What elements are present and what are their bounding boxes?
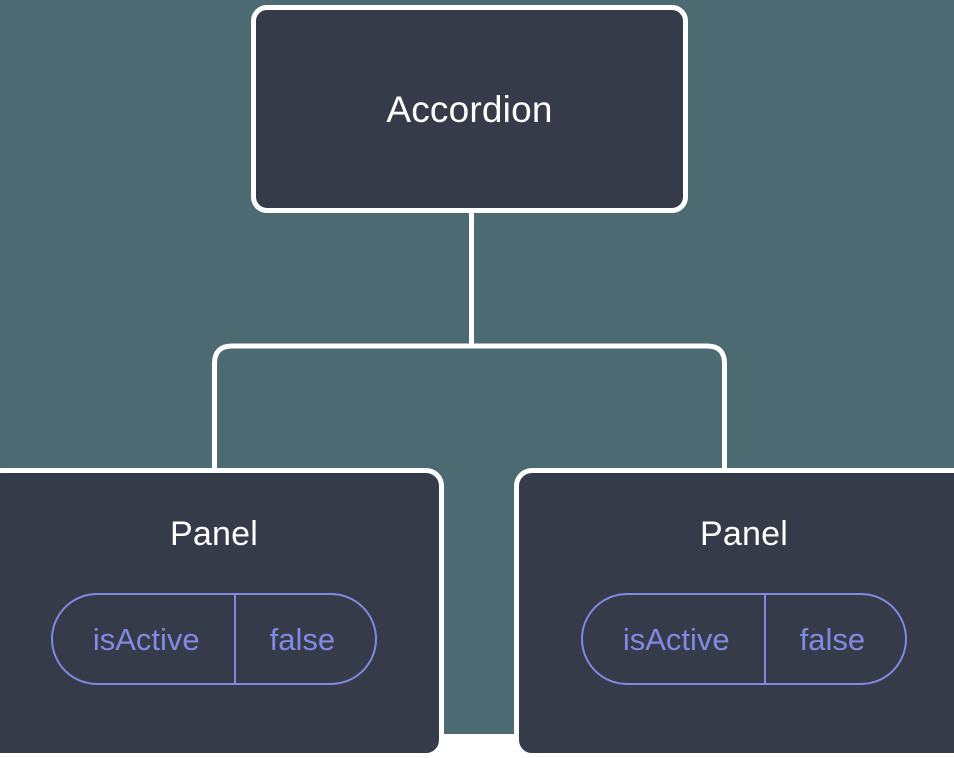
prop-pill-isactive[interactable]: isActive false <box>50 593 378 685</box>
node-panel-left[interactable]: Panel isActive false <box>0 468 444 758</box>
prop-value: false <box>763 595 905 683</box>
prop-pill-isactive[interactable]: isActive false <box>580 593 908 685</box>
prop-key: isActive <box>92 621 200 657</box>
node-title: Panel <box>700 515 788 553</box>
node-accordion[interactable]: Accordion <box>251 5 688 213</box>
node-panel-right[interactable]: Panel isActive false <box>514 468 954 758</box>
node-title: Panel <box>170 515 258 553</box>
edge-root-to-panel-left <box>212 343 472 474</box>
prop-key: isActive <box>622 621 730 657</box>
node-title: Accordion <box>386 88 553 130</box>
prop-value: false <box>233 595 375 683</box>
edge-connector-layer <box>212 211 727 474</box>
edge-root-to-panel-right <box>471 343 727 474</box>
